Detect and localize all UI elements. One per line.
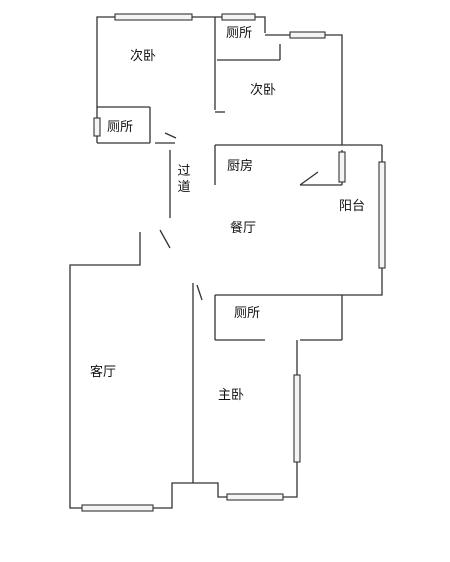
- room-label-balcony: 阳台: [339, 199, 366, 214]
- window-top-nw-bedroom: [114, 13, 193, 21]
- window-top-toilet: [221, 13, 256, 21]
- room-label-toilet-top: 厕所: [226, 26, 253, 41]
- window-master-south: [226, 493, 284, 501]
- room-label-corridor: 过道: [177, 164, 191, 195]
- room-label-toilet-mid: 厕所: [234, 306, 261, 321]
- window-master-east: [293, 374, 301, 463]
- walls: [69, 16, 383, 509]
- room-label-dining: 餐厅: [230, 221, 257, 236]
- window-kitchen-east: [338, 151, 346, 183]
- room-label-master-bedroom: 主卧: [218, 388, 245, 403]
- window-left-toilet: [93, 117, 101, 137]
- room-label-living: 客厅: [90, 365, 117, 380]
- window-balcony: [378, 161, 386, 269]
- windows: [81, 13, 386, 512]
- window-toilet-east: [289, 31, 326, 39]
- window-living-south: [81, 504, 154, 512]
- room-label-kitchen: 厨房: [227, 159, 254, 174]
- room-label-bedroom-nw: 次卧: [130, 49, 157, 64]
- room-label-toilet-left: 厕所: [107, 120, 134, 135]
- room-label-bedroom-north: 次卧: [250, 83, 277, 98]
